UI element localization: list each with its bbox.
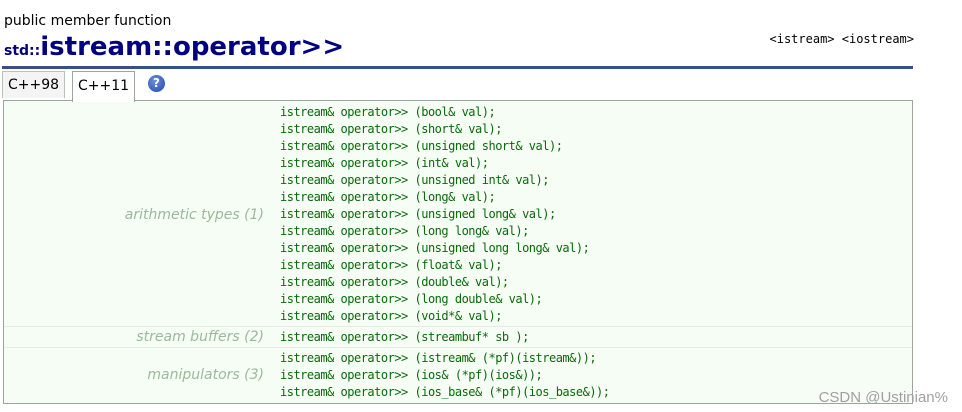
prototype-list: istream& operator>> (bool& val); istream&… bbox=[280, 104, 590, 325]
prototype-line: istream& operator>> (unsigned long long&… bbox=[280, 241, 590, 255]
group-label: stream buffers (2) bbox=[136, 329, 264, 345]
prototype-line: istream& operator>> (int& val); bbox=[280, 156, 489, 170]
group-label: arithmetic types (1) bbox=[124, 207, 264, 223]
help-icon[interactable]: ? bbox=[148, 75, 165, 92]
prototype-line: istream& operator>> (long long& val); bbox=[280, 224, 529, 238]
header-files: <istream> <iostream> bbox=[769, 32, 915, 46]
group-stream-buffers: stream buffers (2) istream& operator>> (… bbox=[4, 329, 912, 349]
prototype-line: istream& operator>> (unsigned short& val… bbox=[280, 139, 563, 153]
group-label: manipulators (3) bbox=[147, 367, 264, 383]
prototype-line: istream& operator>> (short& val); bbox=[280, 122, 502, 136]
function-name: istream::operator>> bbox=[40, 32, 345, 62]
group-manipulators: manipulators (3) istream& operator>> (is… bbox=[4, 350, 912, 403]
prototype-line: istream& operator>> (ios_base& (*pf)(ios… bbox=[280, 385, 610, 399]
namespace-prefix: std:: bbox=[4, 43, 41, 59]
prototype-list: istream& operator>> (istream& (*pf)(istr… bbox=[280, 350, 610, 401]
prototype-line: istream& operator>> (istream& (*pf)(istr… bbox=[280, 351, 597, 365]
prototype-line: istream& operator>> (long double& val); bbox=[280, 292, 543, 306]
prototype-line: istream& operator>> (unsigned long& val)… bbox=[280, 207, 556, 221]
prototype-list: istream& operator>> (streambuf* sb ); bbox=[280, 329, 529, 346]
prototype-line: istream& operator>> (ios& (*pf)(ios&)); bbox=[280, 368, 543, 382]
tab-cpp98[interactable]: C++98 bbox=[2, 71, 66, 98]
prototype-line: istream& operator>> (bool& val); bbox=[280, 105, 496, 119]
group-divider bbox=[4, 326, 912, 327]
member-kind-label: public member function bbox=[4, 13, 172, 29]
prototype-line: istream& operator>> (streambuf* sb ); bbox=[280, 330, 529, 344]
prototype-line: istream& operator>> (float& val); bbox=[280, 258, 502, 272]
title-underline bbox=[2, 66, 913, 69]
group-divider bbox=[4, 347, 912, 348]
page-title: std::istream::operator>> bbox=[4, 30, 344, 68]
prototype-line: istream& operator>> (double& val); bbox=[280, 275, 509, 289]
group-arithmetic-types: arithmetic types (1) istream& operator>>… bbox=[4, 104, 912, 328]
prototype-line: istream& operator>> (long& val); bbox=[280, 190, 496, 204]
prototypes-panel: arithmetic types (1) istream& operator>>… bbox=[3, 100, 913, 404]
prototype-line: istream& operator>> (unsigned int& val); bbox=[280, 173, 549, 187]
tab-cpp11[interactable]: C++11 bbox=[72, 71, 136, 102]
watermark: CSDN @Ustinian% bbox=[818, 389, 948, 406]
prototype-line: istream& operator>> (void*& val); bbox=[280, 309, 502, 323]
